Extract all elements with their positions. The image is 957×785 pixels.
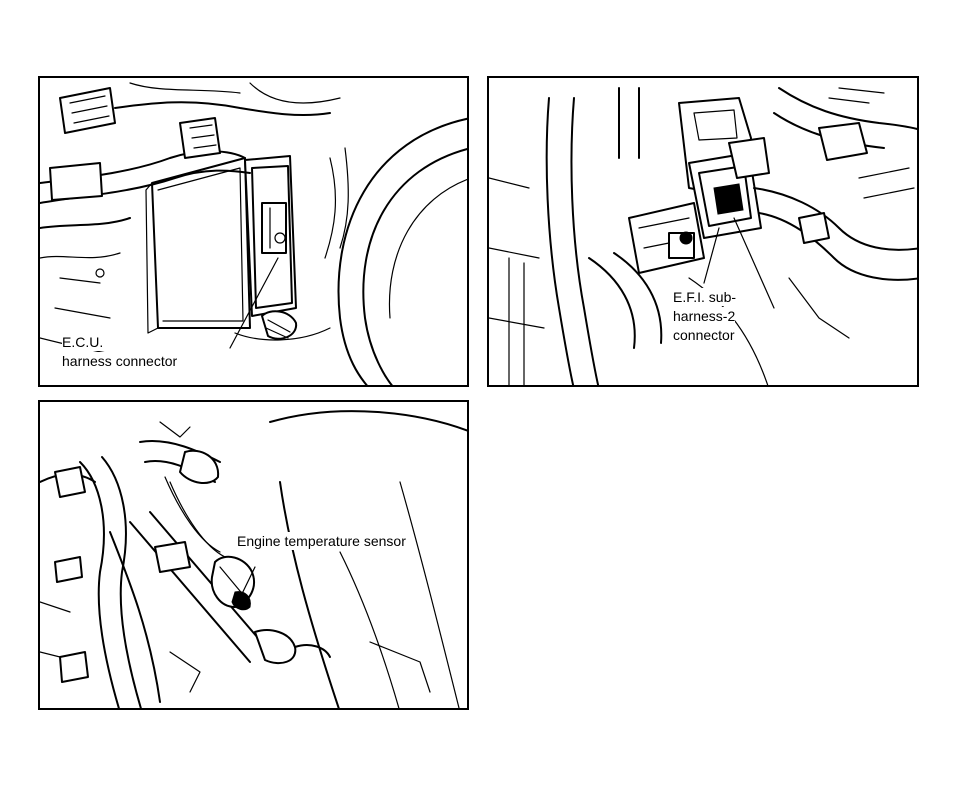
temperature-sensor-illustration bbox=[40, 410, 467, 708]
efi-sub-harness-connector-panel: E.F.I. sub- harness-2 connector bbox=[487, 76, 919, 387]
temperature-sensor-label: Engine temperature sensor bbox=[237, 532, 406, 550]
efi-label-line3: connector bbox=[673, 326, 735, 344]
ecu-label-line2: harness connector bbox=[62, 352, 178, 370]
efi-label-line1: E.F.I. sub- bbox=[673, 288, 737, 306]
ecu-harness-connector-panel: E.C.U. harness connector bbox=[38, 76, 469, 387]
ecu-illustration bbox=[40, 82, 467, 385]
ecu-label-line1: E.C.U. bbox=[62, 333, 104, 351]
efi-illustration bbox=[489, 87, 917, 385]
engine-temperature-sensor-panel: Engine temperature sensor bbox=[38, 400, 469, 710]
efi-label-line2: harness-2 bbox=[673, 307, 736, 325]
